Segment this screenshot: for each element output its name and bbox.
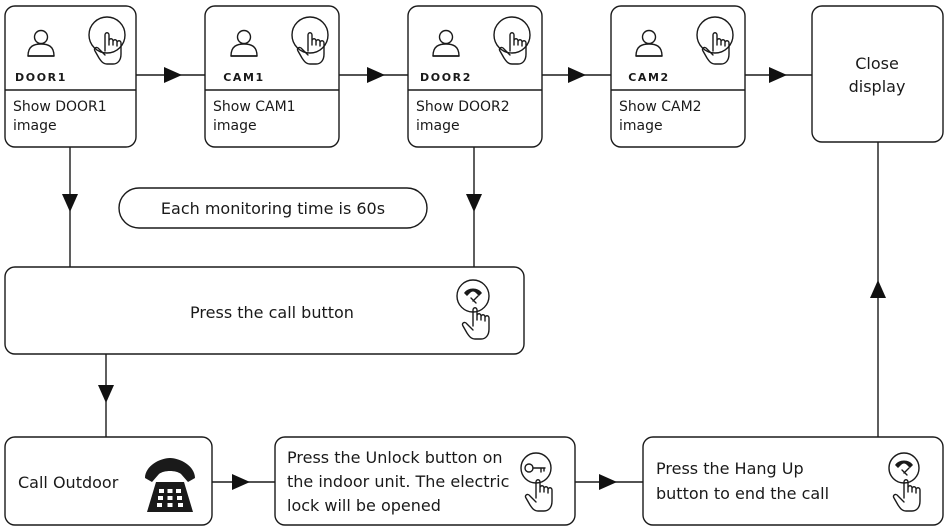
screen-cam1: CAM1 Show CAM1 image bbox=[204, 5, 340, 148]
press-call-text: Press the call button bbox=[190, 303, 354, 322]
arrow-right bbox=[599, 474, 617, 490]
key-button-icon bbox=[520, 452, 553, 512]
arrow-down bbox=[466, 194, 482, 212]
close-display-box: Close display bbox=[811, 5, 944, 143]
unlock-line1: Press the Unlock button on bbox=[287, 448, 503, 467]
monitoring-note: Each monitoring time is 60s bbox=[118, 187, 428, 229]
hangup-button-icon bbox=[888, 452, 921, 512]
call-button-icon bbox=[456, 279, 490, 340]
hangup-box: Press the Hang Up button to end the call bbox=[642, 436, 944, 526]
call-outdoor-text: Call Outdoor bbox=[18, 473, 119, 492]
screen-code: DOOR2 bbox=[420, 71, 472, 84]
arrow-down bbox=[98, 385, 114, 403]
arrow-right bbox=[769, 67, 787, 83]
press-call-box: Press the call button bbox=[4, 266, 525, 355]
screen-code: DOOR1 bbox=[15, 71, 67, 84]
unlock-line3: lock will be opened bbox=[287, 496, 441, 515]
screen-label-line1: Show DOOR2 bbox=[416, 99, 510, 115]
screen-label-line1: Show CAM1 bbox=[213, 99, 296, 115]
screen-label-line1: Show CAM2 bbox=[619, 99, 702, 115]
screen-label-line2: image bbox=[416, 118, 460, 134]
arrow-up bbox=[870, 280, 886, 298]
screen-label-line2: image bbox=[213, 118, 257, 134]
hangup-line1: Press the Hang Up bbox=[656, 459, 804, 478]
unlock-line2: the indoor unit. The electric bbox=[287, 472, 509, 491]
arrow-down bbox=[62, 194, 78, 212]
unlock-box: Press the Unlock button on the indoor un… bbox=[274, 436, 576, 526]
arrow-right bbox=[164, 67, 182, 83]
close-line1: Close bbox=[855, 54, 899, 73]
monitoring-note-text: Each monitoring time is 60s bbox=[161, 199, 385, 218]
screen-cam2: CAM2 Show CAM2 image bbox=[610, 5, 746, 148]
screen-label-line2: image bbox=[619, 118, 663, 134]
arrow-right bbox=[367, 67, 385, 83]
screen-code: CAM1 bbox=[223, 71, 265, 84]
screen-label-line1: Show DOOR1 bbox=[13, 99, 107, 115]
screen-door1: DOOR1 Show DOOR1 image bbox=[4, 5, 137, 148]
arrow-right bbox=[232, 474, 250, 490]
screen-door2: DOOR2 Show DOOR2 image bbox=[407, 5, 543, 148]
arrow-right bbox=[568, 67, 586, 83]
screen-code: CAM2 bbox=[628, 71, 670, 84]
close-line2: display bbox=[849, 77, 906, 96]
screen-label-line2: image bbox=[13, 118, 57, 134]
hangup-line2: button to end the call bbox=[656, 484, 829, 503]
arrowheads bbox=[62, 67, 886, 490]
call-outdoor-box: Call Outdoor bbox=[4, 436, 213, 526]
telephone-icon bbox=[145, 458, 195, 512]
